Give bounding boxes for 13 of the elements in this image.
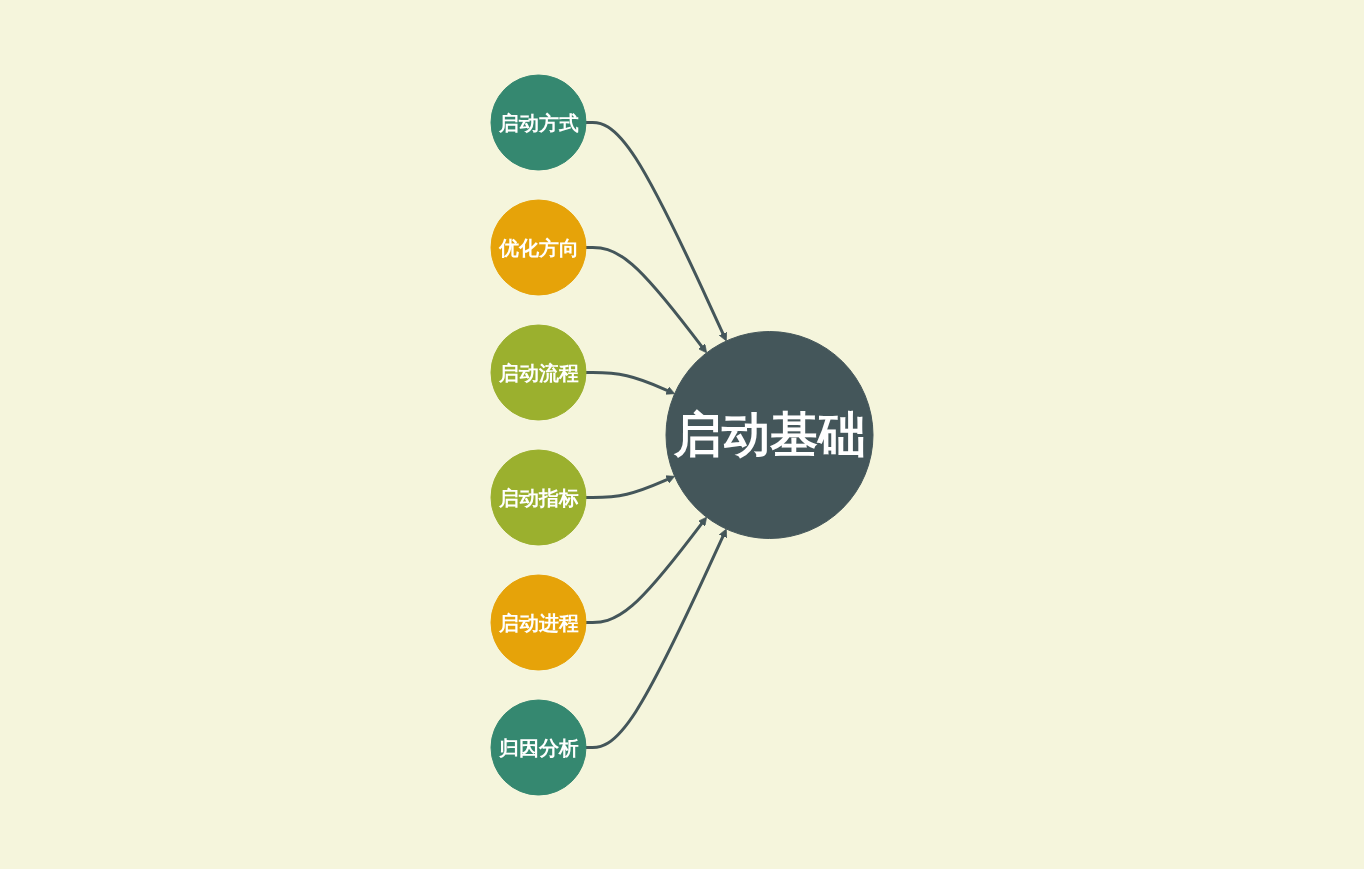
node-circle: 启动基础 — [665, 330, 874, 539]
node-circle: 启动进程 — [490, 574, 587, 670]
node-circle: 启动方式 — [490, 74, 587, 170]
arrow — [586, 474, 675, 499]
arrow — [586, 528, 727, 749]
arrow — [586, 245, 707, 353]
node-circle: 启动指标 — [490, 449, 587, 545]
arrow — [586, 370, 675, 395]
arrow — [586, 120, 727, 341]
node-circle: 优化方向 — [490, 199, 587, 295]
arrow — [586, 516, 707, 624]
node-circle: 启动流程 — [490, 324, 587, 420]
node-circle: 归因分析 — [490, 699, 587, 795]
